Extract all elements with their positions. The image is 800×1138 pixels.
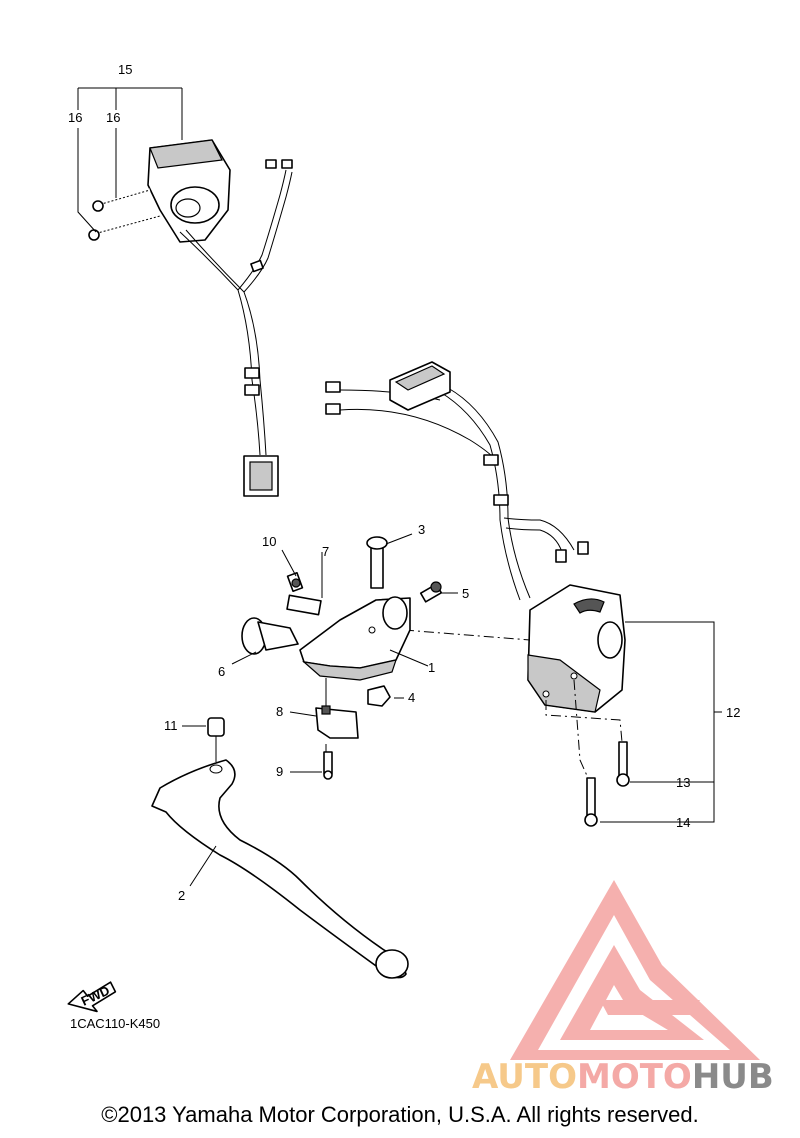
callout-2: 2 [178,888,185,903]
forward-arrow-icon: FWD [67,981,117,1013]
callout-5: 5 [462,586,469,601]
copyright-notice: ©2013 Yamaha Motor Corporation, U.S.A. A… [101,1102,699,1127]
callout-11: 11 [164,718,178,733]
callout-10: 10 [262,534,276,549]
watermark-part2: MOTO [577,1057,692,1097]
diagram-code: 1CAC110-K450 [70,1016,161,1031]
callout-14: 14 [676,815,690,830]
watermark-text: AUTOMOTOHUB [472,1057,774,1097]
callout-3: 3 [418,522,425,537]
callout-12: 12 [726,705,740,720]
callout-13: 13 [676,775,690,790]
callout-8: 8 [276,704,283,719]
callout-1: 1 [428,660,435,675]
automotohub-logo [510,880,760,1060]
callout-15: 15 [118,62,132,77]
callout-7: 7 [322,544,329,559]
callout-9: 9 [276,764,283,779]
callout-4: 4 [408,690,415,705]
right-handlebar-switch [325,361,630,827]
left-handlebar-switch [88,139,293,497]
watermark-part3: HUB [692,1057,774,1097]
callout-16b: 16 [106,110,120,125]
watermark-part1: AUTO [472,1057,577,1097]
clutch-lever-bracket [151,536,443,979]
callout-6: 6 [218,664,225,679]
callout-16a: 16 [68,110,82,125]
